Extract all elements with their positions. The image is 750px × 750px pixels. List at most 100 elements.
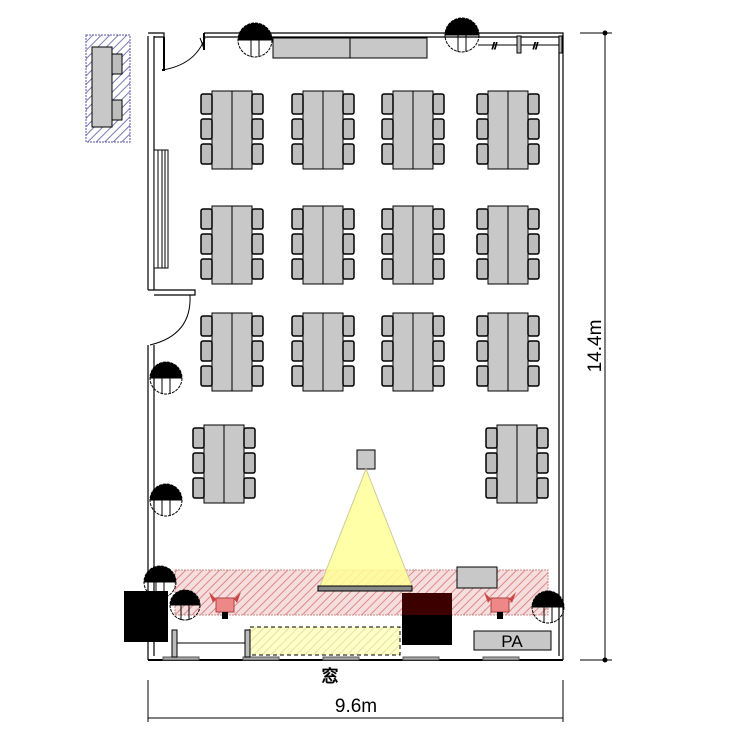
chair bbox=[342, 340, 355, 362]
svg-text://: // bbox=[533, 41, 539, 51]
column-icon bbox=[149, 361, 183, 395]
whiteboard-left bbox=[153, 149, 169, 269]
chair bbox=[192, 452, 205, 474]
chair bbox=[536, 427, 549, 449]
chair bbox=[192, 477, 205, 499]
chair bbox=[432, 93, 445, 115]
table-group bbox=[192, 424, 256, 504]
table bbox=[211, 312, 233, 392]
table-group bbox=[381, 312, 445, 392]
chair bbox=[476, 365, 489, 387]
window-top: // // bbox=[478, 35, 563, 54]
chair bbox=[381, 233, 394, 255]
chair bbox=[536, 477, 549, 499]
chair bbox=[476, 233, 489, 255]
chair bbox=[476, 208, 489, 230]
depth-label: 14.4m bbox=[585, 320, 606, 373]
chair bbox=[291, 365, 304, 387]
chair bbox=[527, 365, 540, 387]
chair bbox=[200, 233, 213, 255]
window-bottom bbox=[162, 656, 520, 661]
chair bbox=[476, 340, 489, 362]
table bbox=[231, 205, 253, 285]
table bbox=[302, 205, 324, 285]
table-group bbox=[476, 205, 540, 285]
table bbox=[211, 205, 233, 285]
chair bbox=[527, 233, 540, 255]
chair bbox=[527, 315, 540, 337]
chair bbox=[342, 208, 355, 230]
table bbox=[392, 90, 414, 170]
projector bbox=[356, 449, 376, 470]
chair bbox=[381, 365, 394, 387]
chair bbox=[200, 365, 213, 387]
chair bbox=[476, 143, 489, 165]
chair bbox=[291, 118, 304, 140]
side-table bbox=[456, 566, 498, 589]
chair bbox=[251, 340, 264, 362]
chair bbox=[485, 477, 498, 499]
chair bbox=[527, 93, 540, 115]
table bbox=[412, 312, 434, 392]
dimension-depth bbox=[580, 30, 612, 663]
table bbox=[412, 90, 434, 170]
door-top bbox=[161, 37, 206, 71]
chair bbox=[527, 208, 540, 230]
chair bbox=[381, 93, 394, 115]
table bbox=[322, 312, 344, 392]
chair bbox=[381, 340, 394, 362]
table-group bbox=[200, 312, 264, 392]
chair bbox=[476, 258, 489, 280]
table bbox=[487, 205, 509, 285]
chair bbox=[432, 233, 445, 255]
chair bbox=[251, 365, 264, 387]
equipment-box-center-overlay bbox=[402, 593, 452, 615]
chair bbox=[243, 477, 256, 499]
chair bbox=[485, 427, 498, 449]
chair bbox=[342, 315, 355, 337]
table bbox=[203, 424, 225, 504]
table-group bbox=[381, 90, 445, 170]
chair bbox=[291, 258, 304, 280]
lectern-rail bbox=[171, 629, 251, 658]
chair bbox=[476, 93, 489, 115]
table bbox=[302, 90, 324, 170]
chair bbox=[381, 118, 394, 140]
chair bbox=[243, 427, 256, 449]
table-group bbox=[476, 90, 540, 170]
chair bbox=[200, 258, 213, 280]
table-group bbox=[291, 205, 355, 285]
chair bbox=[291, 340, 304, 362]
dimension-width bbox=[147, 680, 564, 722]
equipment-box-left bbox=[124, 591, 168, 642]
chair bbox=[251, 93, 264, 115]
chair bbox=[381, 258, 394, 280]
table bbox=[211, 90, 233, 170]
table-group bbox=[291, 90, 355, 170]
chair bbox=[200, 143, 213, 165]
table bbox=[392, 205, 414, 285]
table bbox=[507, 90, 529, 170]
table bbox=[487, 90, 509, 170]
chair bbox=[251, 233, 264, 255]
chair bbox=[527, 340, 540, 362]
table bbox=[507, 205, 529, 285]
chair bbox=[432, 340, 445, 362]
table bbox=[487, 312, 509, 392]
chair bbox=[432, 143, 445, 165]
chair bbox=[200, 93, 213, 115]
table bbox=[322, 205, 344, 285]
chair bbox=[342, 143, 355, 165]
chair bbox=[342, 118, 355, 140]
column-icon bbox=[169, 589, 201, 621]
chair bbox=[251, 118, 264, 140]
column-icon bbox=[149, 483, 183, 517]
chair bbox=[200, 118, 213, 140]
chair bbox=[432, 315, 445, 337]
column-icon bbox=[531, 590, 565, 624]
table bbox=[302, 312, 324, 392]
column-icon bbox=[444, 17, 480, 53]
chair bbox=[381, 315, 394, 337]
table-group bbox=[200, 90, 264, 170]
